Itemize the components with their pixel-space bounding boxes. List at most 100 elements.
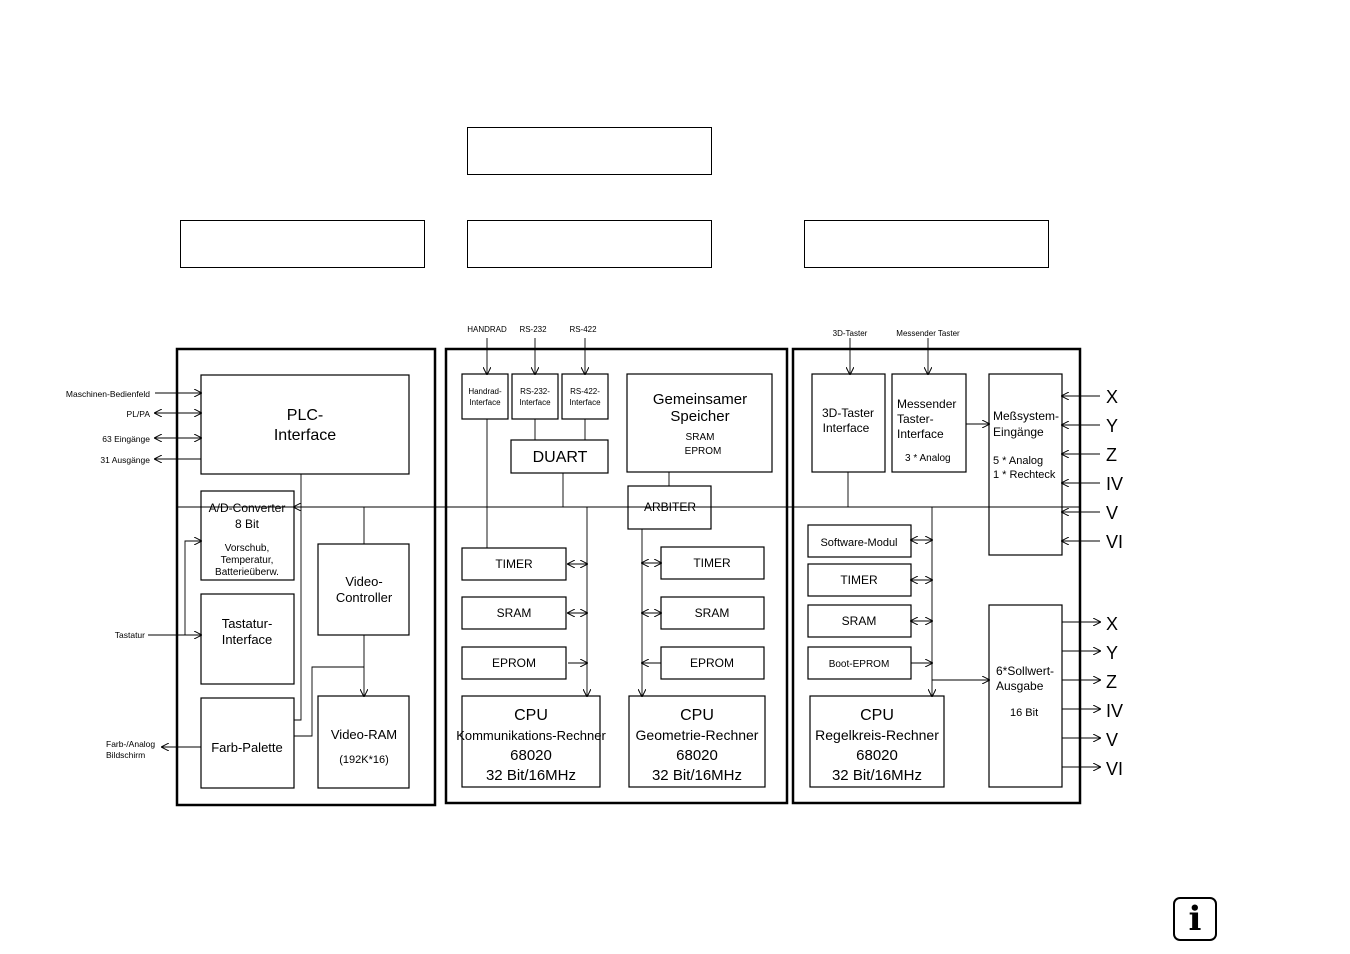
keyboard-interface-block	[200, 593, 295, 685]
keyboard-interface-label: Tastatur-	[222, 616, 273, 631]
measuring-inputs-label: Meßsystem-	[993, 409, 1059, 423]
video-controller-label: Video-	[345, 574, 382, 589]
sram-label-control: SRAM	[842, 614, 877, 628]
axis-output-v: V	[1106, 730, 1118, 750]
sram-label-comm: SRAM	[497, 606, 532, 620]
center-header-box	[467, 220, 712, 268]
ad-converter-detail: Vorschub,	[225, 543, 269, 554]
axis-output-x: X	[1106, 614, 1118, 634]
video-ram-block	[317, 695, 410, 789]
measuring-probe-interface-label: Messender	[897, 397, 956, 411]
probe-3d-top-label: 3D-Taster	[833, 329, 868, 338]
cpu-geo-title: CPU	[680, 707, 714, 724]
cpu-comm-model: 68020	[510, 747, 552, 764]
screen-label: Bildschirm	[106, 750, 145, 760]
cpu-control-name: Regelkreis-Rechner	[815, 727, 939, 743]
info-icon: i	[1173, 897, 1217, 941]
handrad-interface-block	[461, 373, 509, 420]
video-controller-block	[317, 543, 410, 636]
cpu-comm-spec: 32 Bit/16MHz	[486, 767, 576, 784]
rs422-top-label: RS-422	[569, 325, 597, 334]
sram-block-comm	[461, 596, 567, 630]
axis-input-z: Z	[1106, 445, 1117, 465]
cpu-control-block	[809, 695, 945, 788]
axis-output-z: Z	[1106, 672, 1117, 692]
measuring-probe-top-label: Messender Taster	[896, 329, 960, 338]
rs422-interface-block	[561, 373, 609, 420]
cpu-geo-block	[628, 695, 766, 788]
top-header-box	[467, 127, 712, 175]
sram-label-geo: SRAM	[695, 606, 730, 620]
probe-3d-interface-label: 3D-Taster	[822, 406, 874, 420]
axis-input-v: V	[1106, 503, 1118, 523]
axis-output-iv: IV	[1106, 701, 1123, 721]
eprom-block-comm	[461, 646, 567, 680]
shared-memory-sram: SRAM	[686, 432, 715, 443]
cpu-control-spec: 32 Bit/16MHz	[832, 767, 922, 784]
cpu-geo-spec: 32 Bit/16MHz	[652, 767, 742, 784]
color-palette-label: Farb-Palette	[211, 740, 283, 755]
keyboard-interface-label: Interface	[222, 632, 273, 647]
axis-output-vi: VI	[1106, 759, 1123, 779]
timer-label-geo: TIMER	[693, 556, 731, 570]
handrad-interface-label: Interface	[469, 398, 501, 407]
right-header-box	[804, 220, 1049, 268]
rs232-interface-label: Interface	[519, 398, 551, 407]
cpu-comm-block	[461, 695, 601, 788]
timer-block-comm	[461, 547, 567, 581]
boot-eprom-label: Boot-EPROM	[829, 659, 890, 670]
rs232-top-label: RS-232	[519, 325, 547, 334]
screen-label: Farb-/Analog	[106, 739, 155, 749]
measuring-inputs-analog: 5 * Analog	[993, 455, 1043, 467]
setpoint-output-label: Ausgabe	[996, 679, 1044, 693]
measuring-probe-interface-label: Taster-	[897, 412, 934, 426]
cpu-geo-model: 68020	[676, 747, 718, 764]
video-ram-label: Video-RAM	[331, 727, 397, 742]
plc-interface-label: Interface	[274, 427, 336, 444]
duart-label: DUART	[533, 449, 588, 466]
arbiter-label: ARBITER	[644, 500, 696, 514]
cpu-comm-name: Kommunikations-Rechner	[456, 728, 606, 743]
keyboard-label: Tastatur	[115, 630, 145, 640]
setpoint-output-block	[988, 604, 1063, 788]
probe-3d-interface-label: Interface	[823, 421, 870, 435]
axis-input-iv: IV	[1106, 474, 1123, 494]
software-module-label: Software-Modul	[820, 537, 897, 549]
arbiter-block	[627, 485, 712, 530]
outputs-label: 31 Ausgänge	[100, 455, 150, 465]
handrad-top-label: HANDRAD	[467, 325, 507, 334]
right-panel	[791, 347, 1082, 805]
duart-block	[510, 439, 609, 474]
shared-memory-label: Gemeinsamer	[653, 391, 747, 408]
cpu-geo-name: Geometrie-Rechner	[636, 727, 759, 743]
rs232-interface-label: RS-232-	[520, 387, 550, 396]
left-panel	[175, 347, 437, 807]
measuring-probe-analog: 3 * Analog	[905, 453, 951, 464]
eprom-label-geo: EPROM	[690, 656, 734, 670]
measuring-probe-interface-label: Interface	[897, 427, 944, 441]
measuring-inputs-block	[988, 373, 1063, 556]
setpoint-output-bits: 16 Bit	[1010, 707, 1038, 719]
rs422-interface-label: Interface	[569, 398, 601, 407]
shared-memory-eprom: EPROM	[685, 446, 722, 457]
plc-interface-label: PLC-	[287, 407, 323, 424]
video-ram-size: (192K*16)	[339, 754, 389, 766]
timer-label-comm: TIMER	[495, 557, 533, 571]
setpoint-output-label: 6*Sollwert-	[996, 664, 1054, 678]
handrad-interface-label: Handrad-	[468, 387, 502, 396]
plc-interface-block	[200, 374, 410, 475]
axis-output-y: Y	[1106, 643, 1118, 663]
measuring-inputs-square: 1 * Rechteck	[993, 469, 1056, 481]
machine-panel-label: Maschinen-Bedienfeld	[66, 389, 150, 399]
cpu-control-title: CPU	[860, 707, 894, 724]
rs422-interface-label: RS-422-	[570, 387, 600, 396]
ad-converter-block	[200, 490, 295, 581]
axis-input-x: X	[1106, 387, 1118, 407]
shared-memory-block	[626, 373, 773, 473]
measuring-inputs-label: Eingänge	[993, 425, 1044, 439]
axis-input-vi: VI	[1106, 532, 1123, 552]
inputs-label: 63 Eingänge	[102, 434, 150, 444]
pl-pa-label: PL/PA	[127, 409, 151, 419]
rs232-interface-block	[511, 373, 559, 420]
